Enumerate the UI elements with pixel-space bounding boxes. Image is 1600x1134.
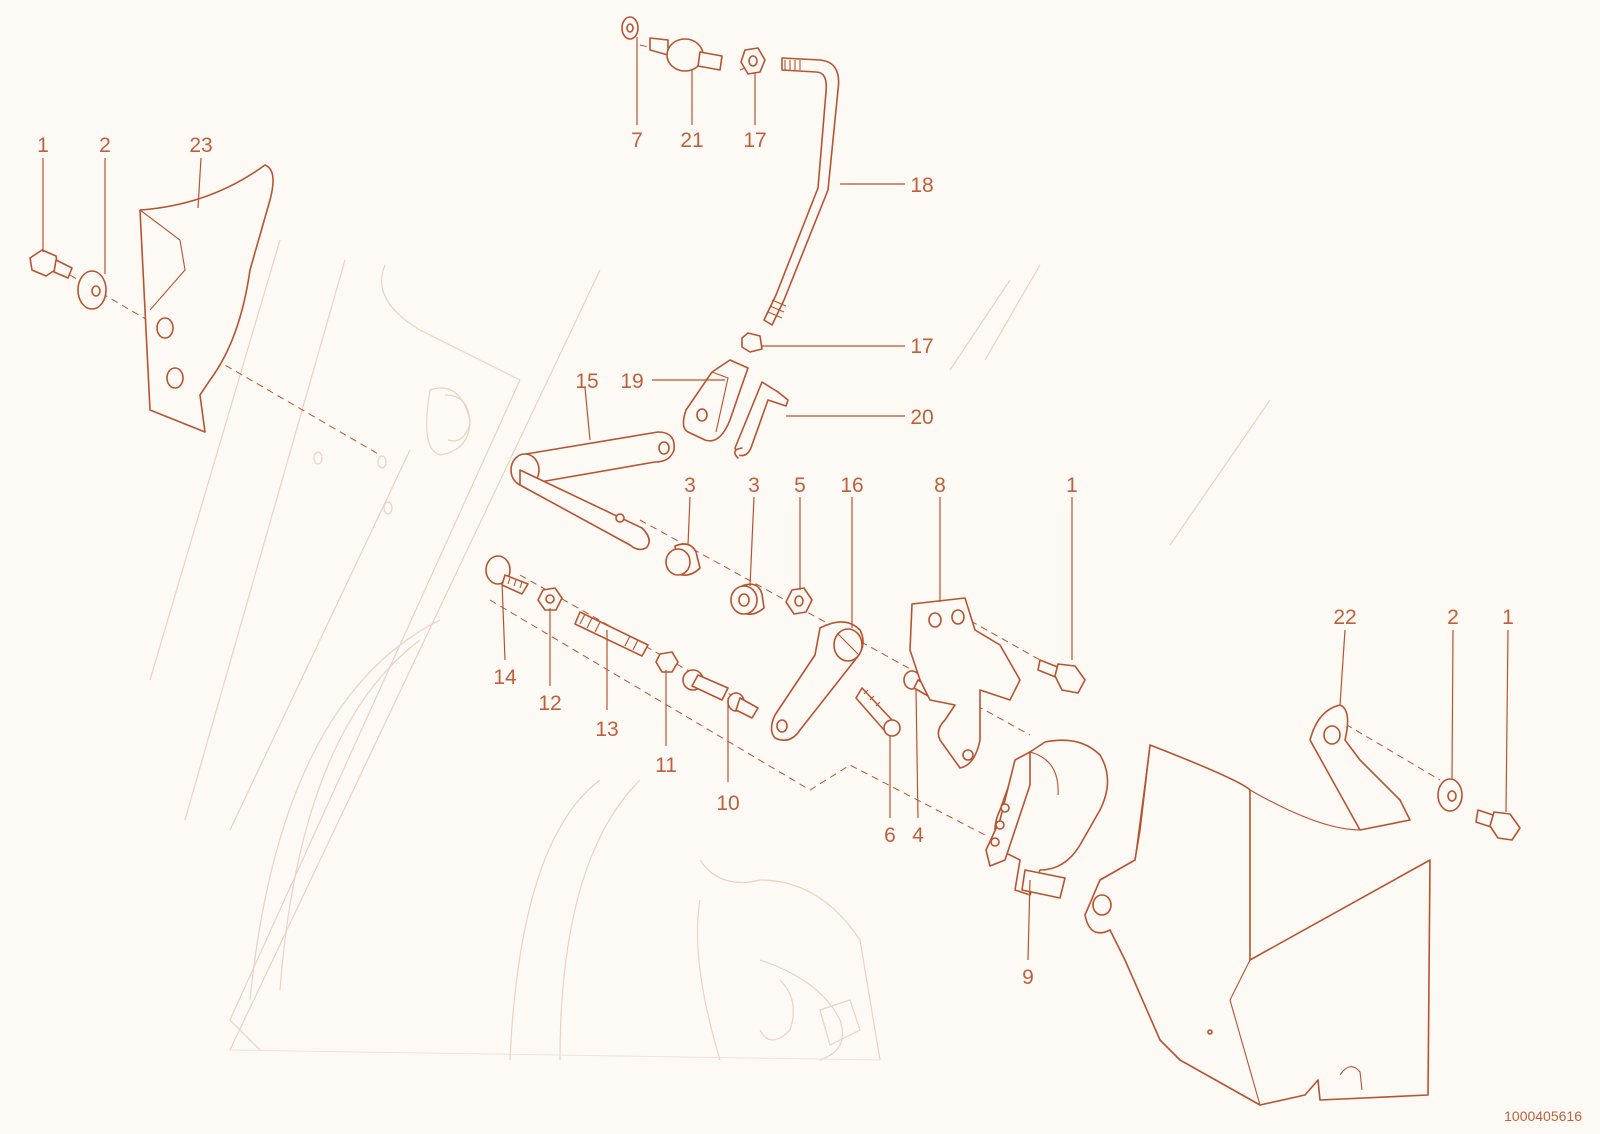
callout-13: 13: [595, 718, 618, 741]
clevis-part-19: [682, 359, 749, 442]
background-frame-outline: [149, 239, 1271, 1061]
nut-part-12: [537, 587, 563, 611]
arm-part-16: [770, 621, 864, 741]
callout-22: 22: [1333, 606, 1356, 629]
nut-part-5: [785, 587, 813, 615]
cover-part-22: [1084, 704, 1431, 1106]
callout-7: 7: [631, 129, 643, 152]
assembly-axis-lines: [69, 44, 1441, 836]
callout-5: 5: [794, 474, 806, 497]
clip-part-20: [734, 381, 789, 459]
callout-19: 19: [620, 370, 643, 393]
callout-2-left: 2: [99, 134, 111, 157]
washer-part-2-left: [77, 270, 107, 310]
nut-part-11: [655, 651, 679, 673]
bushing-part-3-left: [665, 543, 701, 576]
callout-14: 14: [493, 666, 517, 689]
sensor-part-9: [985, 739, 1109, 899]
callout-6: 6: [884, 824, 896, 847]
callout-15: 15: [575, 370, 598, 393]
callout-2-right: 2: [1447, 606, 1459, 629]
joint-part-10: [682, 669, 759, 719]
nut-part-17-top: [740, 47, 766, 75]
lever-part-15: [510, 431, 675, 551]
bolt-part-1-middle: [1037, 659, 1086, 694]
callout-16: 16: [840, 474, 863, 497]
callout-3-left: 3: [684, 474, 696, 497]
washer-part-2-right: [1437, 778, 1463, 812]
bolt-part-1-right: [1475, 809, 1521, 841]
callout-1-left: 1: [37, 134, 49, 157]
callout-9: 9: [1022, 966, 1034, 989]
callout-17-top: 17: [743, 129, 766, 152]
callout-1-middle: 1: [1066, 474, 1078, 497]
callout-10: 10: [716, 792, 739, 815]
washer-part-7: [621, 16, 639, 40]
callout-18: 18: [910, 174, 933, 197]
callout-12: 12: [538, 692, 561, 715]
callout-4: 4: [912, 824, 924, 847]
document-number: 1000405616: [1504, 1108, 1582, 1124]
callout-1-right: 1: [1502, 606, 1514, 629]
callout-3-right: 3: [748, 474, 760, 497]
callout-11: 11: [655, 754, 677, 777]
bolt-part-1-left: [29, 249, 73, 279]
callout-8: 8: [934, 474, 946, 497]
callout-labels: 1 2 23 7 21 17 18 17 15 19 20 3 3 5 16 8…: [37, 129, 1514, 989]
screw-part-6: [855, 687, 901, 737]
bracket-part-23: [139, 164, 274, 433]
callout-leader-lines: [42, 37, 1509, 961]
rod-part-18: [763, 57, 840, 326]
bushing-part-3-right: [730, 583, 765, 616]
stud-part-13: [574, 611, 649, 657]
nut-part-17-middle: [741, 332, 763, 353]
callout-23: 23: [189, 134, 212, 157]
callout-21: 21: [680, 129, 703, 152]
callout-20: 20: [910, 406, 933, 429]
screw-part-14: [485, 555, 529, 595]
bracket-part-8: [909, 597, 1021, 769]
ball-joint-part-21: [649, 37, 723, 72]
callout-17-middle: 17: [910, 335, 933, 358]
